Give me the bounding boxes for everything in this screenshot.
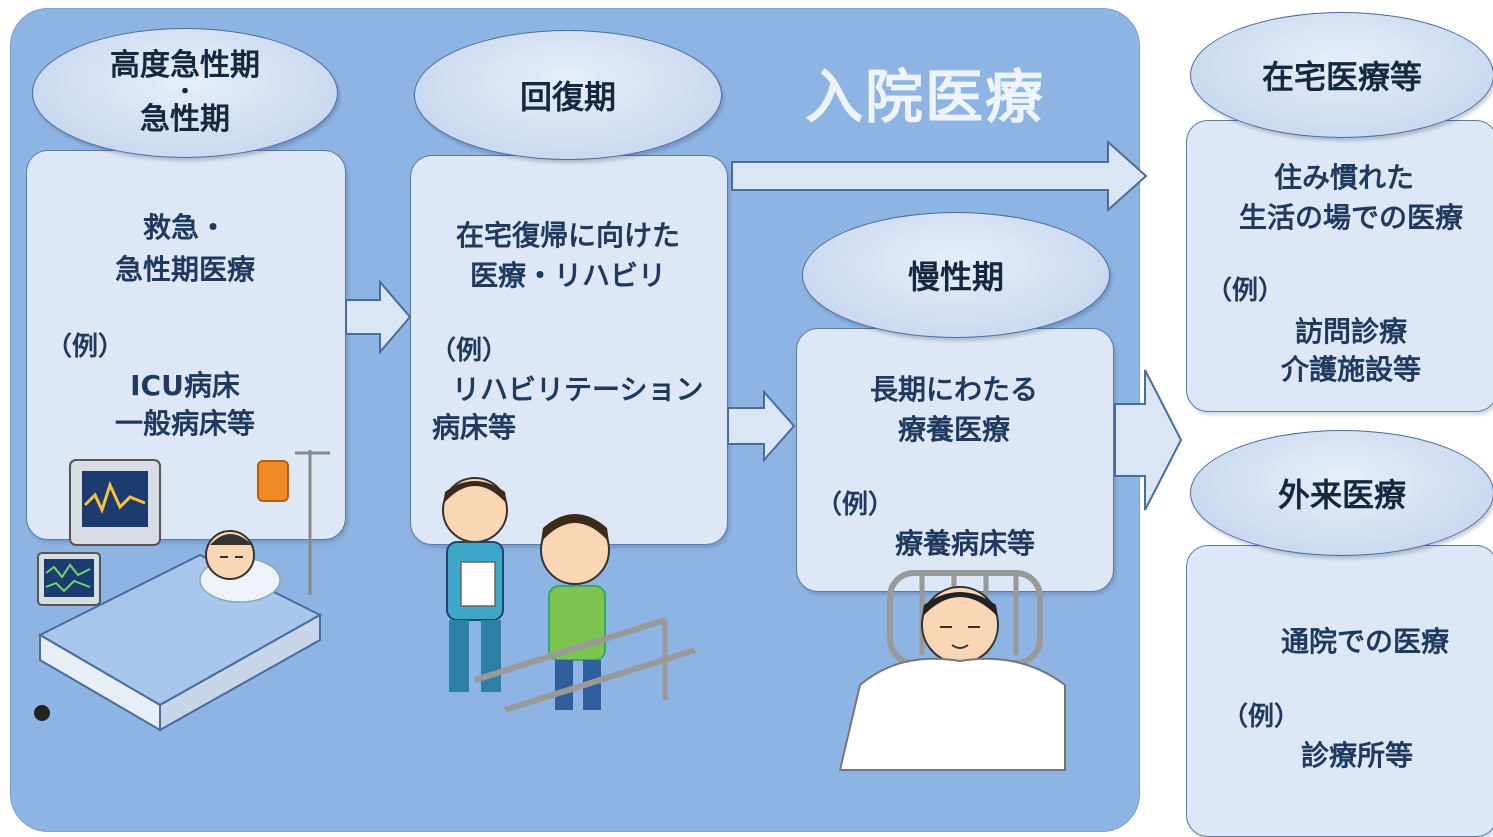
recovery-example-label: （例） [430, 336, 509, 366]
arrow-recovery-to-home [731, 139, 1148, 213]
recovery-example-line1: リハビリテーション [452, 373, 704, 406]
chronic-desc-line2: 療養医療 [897, 413, 1010, 446]
acute-phase-label: 高度急性期 ・ 急性期 [32, 28, 338, 158]
acute-example-line1: ICU病床 [130, 369, 240, 402]
chronic-phase-label: 慢性期 [802, 212, 1110, 338]
chronic-example-line1: 療養病床等 [894, 527, 1035, 560]
acute-desc-line2: 急性期医療 [114, 253, 255, 286]
arrow-recovery-to-chronic [727, 389, 796, 463]
home-care-box [1186, 120, 1493, 412]
chronic-example-label: （例） [816, 490, 895, 520]
home-example-line2: 介護施設等 [1280, 353, 1421, 386]
care-bed-illustration [838, 570, 1066, 771]
icu-bed-illustration [34, 450, 330, 732]
home-example-label: （例） [1206, 276, 1285, 306]
outpatient-desc-line1: 通院での医療 [1280, 625, 1449, 658]
outpatient-box [1186, 545, 1493, 837]
home-desc-line1: 住み慣れた [1273, 161, 1414, 194]
acute-example-label: （例） [46, 332, 125, 362]
outpatient-example-line1: 診療所等 [1300, 739, 1413, 772]
acute-desc-line1: 救急・ [142, 211, 227, 244]
chronic-desc-line1: 長期にわたる [869, 373, 1038, 406]
arrow-acute-to-recovery [345, 279, 412, 355]
home-example-line1: 訪問診療 [1294, 315, 1407, 348]
inpatient-care-title: 入院医療 [804, 63, 1045, 131]
home-care-phase-label: 在宅医療等 [1190, 12, 1493, 138]
recovery-desc-line2: 医療・リハビリ [469, 259, 666, 292]
home-desc-line2: 生活の場での医療 [1238, 201, 1463, 234]
arrow-chronic-to-community [1114, 369, 1183, 511]
outpatient-example-label: （例） [1222, 702, 1301, 732]
acute-example-line2: 一般病床等 [114, 407, 255, 440]
chronic-box [796, 328, 1114, 592]
recovery-desc-line1: 在宅復帰に向けた [455, 219, 680, 252]
recovery-example-line2: 病床等 [432, 411, 517, 444]
recovery-phase-label: 回復期 [414, 30, 722, 160]
rehabilitation-illustration [442, 477, 696, 713]
outpatient-phase-label: 外来医療 [1190, 430, 1493, 556]
